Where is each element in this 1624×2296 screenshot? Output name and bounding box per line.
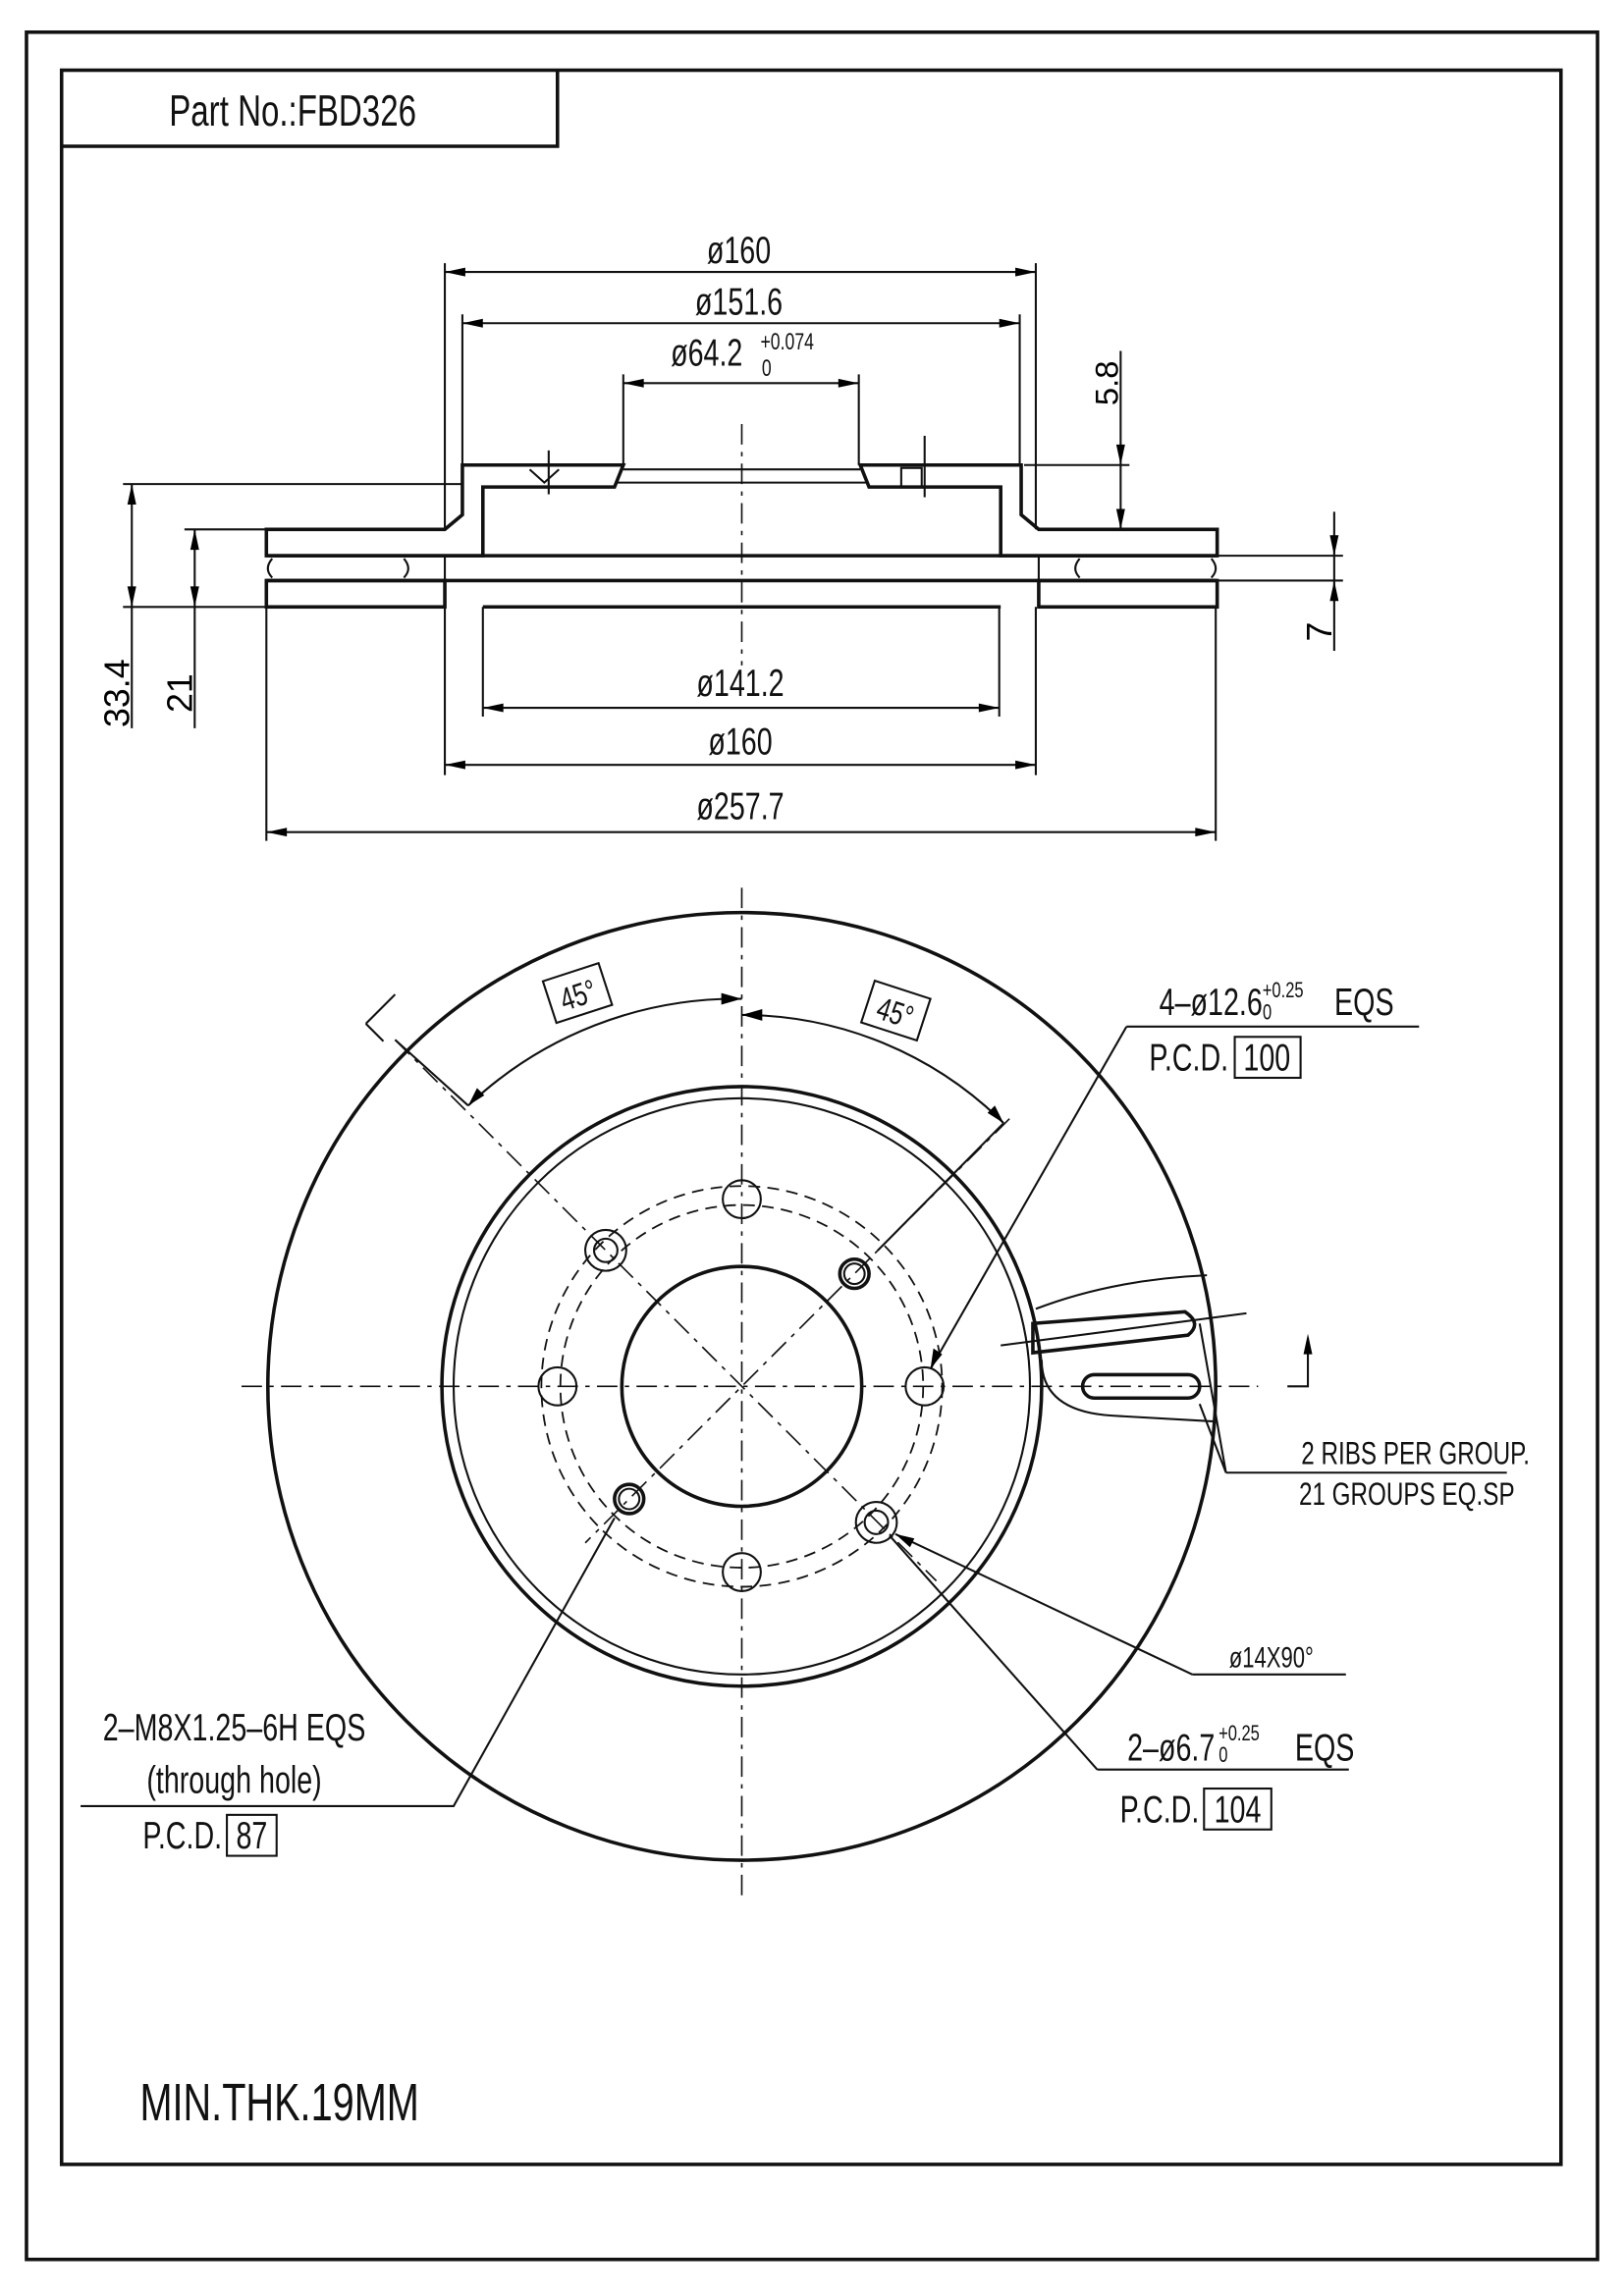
dim-bore-tol-lower: 0 — [762, 355, 772, 381]
hole-6-7-tol-upper: +0.25 — [1218, 1722, 1260, 1746]
dim-bottom-160: ø160 — [708, 721, 772, 764]
hole-6-7-prefix: 2–ø6.7 — [1127, 1728, 1215, 1770]
part-number: Part No.:FBD326 — [169, 86, 416, 135]
section-arrow-icon — [364, 993, 397, 1042]
pcd-104-label: P.C.D. — [1120, 1789, 1200, 1831]
hole-12-6-suffix: EQS — [1334, 982, 1394, 1024]
dim-21: 21 — [160, 673, 199, 713]
hole-12-6-prefix: 4–ø12.6 — [1160, 982, 1263, 1024]
thread-through-hole: (through hole) — [146, 1759, 321, 1801]
dim-257-7: ø257.7 — [696, 785, 784, 828]
front-view: 45° 45° 4–ø12.6 +0.25 0 EQS P.C.D. 100 2… — [81, 887, 1530, 1901]
dim-33-4: 33.4 — [97, 659, 136, 727]
dim-bore-tol-upper: +0.074 — [761, 330, 815, 355]
rib — [1031, 1309, 1197, 1356]
inner-border — [59, 68, 1563, 2166]
hole-12-6-tol-upper: +0.25 — [1263, 979, 1304, 1003]
hole-6-7-suffix: EQS — [1295, 1728, 1355, 1770]
dim-141-2: ø141.2 — [696, 663, 784, 705]
hole-6-7-tol-lower: 0 — [1218, 1743, 1227, 1768]
title-box — [61, 70, 560, 148]
dim-151-6: ø151.6 — [695, 281, 783, 323]
thread-spec: 2–M8X1.25–6H EQS — [103, 1707, 366, 1749]
dim-7: 7 — [1300, 622, 1339, 642]
dim-top-160: ø160 — [707, 230, 771, 272]
bolt-hole — [722, 1552, 762, 1592]
pcd-87-label: P.C.D. — [142, 1815, 222, 1857]
bolt-hole — [722, 1179, 762, 1220]
dim-5-8: 5.8 — [1088, 361, 1124, 406]
disc-outer-edge — [266, 910, 1218, 1862]
bolt-hole — [537, 1365, 578, 1407]
countersink-spec: ø14X90° — [1229, 1640, 1314, 1674]
ribs-line1: 2 RIBS PER GROUP. — [1301, 1436, 1530, 1471]
section-view: ø160 ø151.6 ø64.2 +0.074 0 5.8 7 33.4 21… — [97, 230, 1343, 841]
pcd-104-value: 104 — [1215, 1789, 1262, 1831]
pcd-100-label: P.C.D. — [1149, 1037, 1228, 1079]
bolt-hole — [904, 1365, 946, 1407]
ribs-line2: 21 GROUPS EQ.SP — [1299, 1477, 1515, 1513]
min-thickness-note: MIN.THK.19MM — [139, 2072, 418, 2131]
angle-right: 45° — [872, 991, 917, 1037]
outer-border — [25, 29, 1599, 2262]
section-arrow-icon — [1287, 1338, 1310, 1388]
hole-12-6-tol-lower: 0 — [1263, 1000, 1272, 1025]
pcd-87-value: 87 — [236, 1815, 267, 1857]
angle-left: 45° — [556, 974, 601, 1019]
rib — [1080, 1372, 1202, 1401]
pcd-100-value: 100 — [1243, 1037, 1290, 1079]
dim-bore: ø64.2 — [671, 332, 742, 374]
